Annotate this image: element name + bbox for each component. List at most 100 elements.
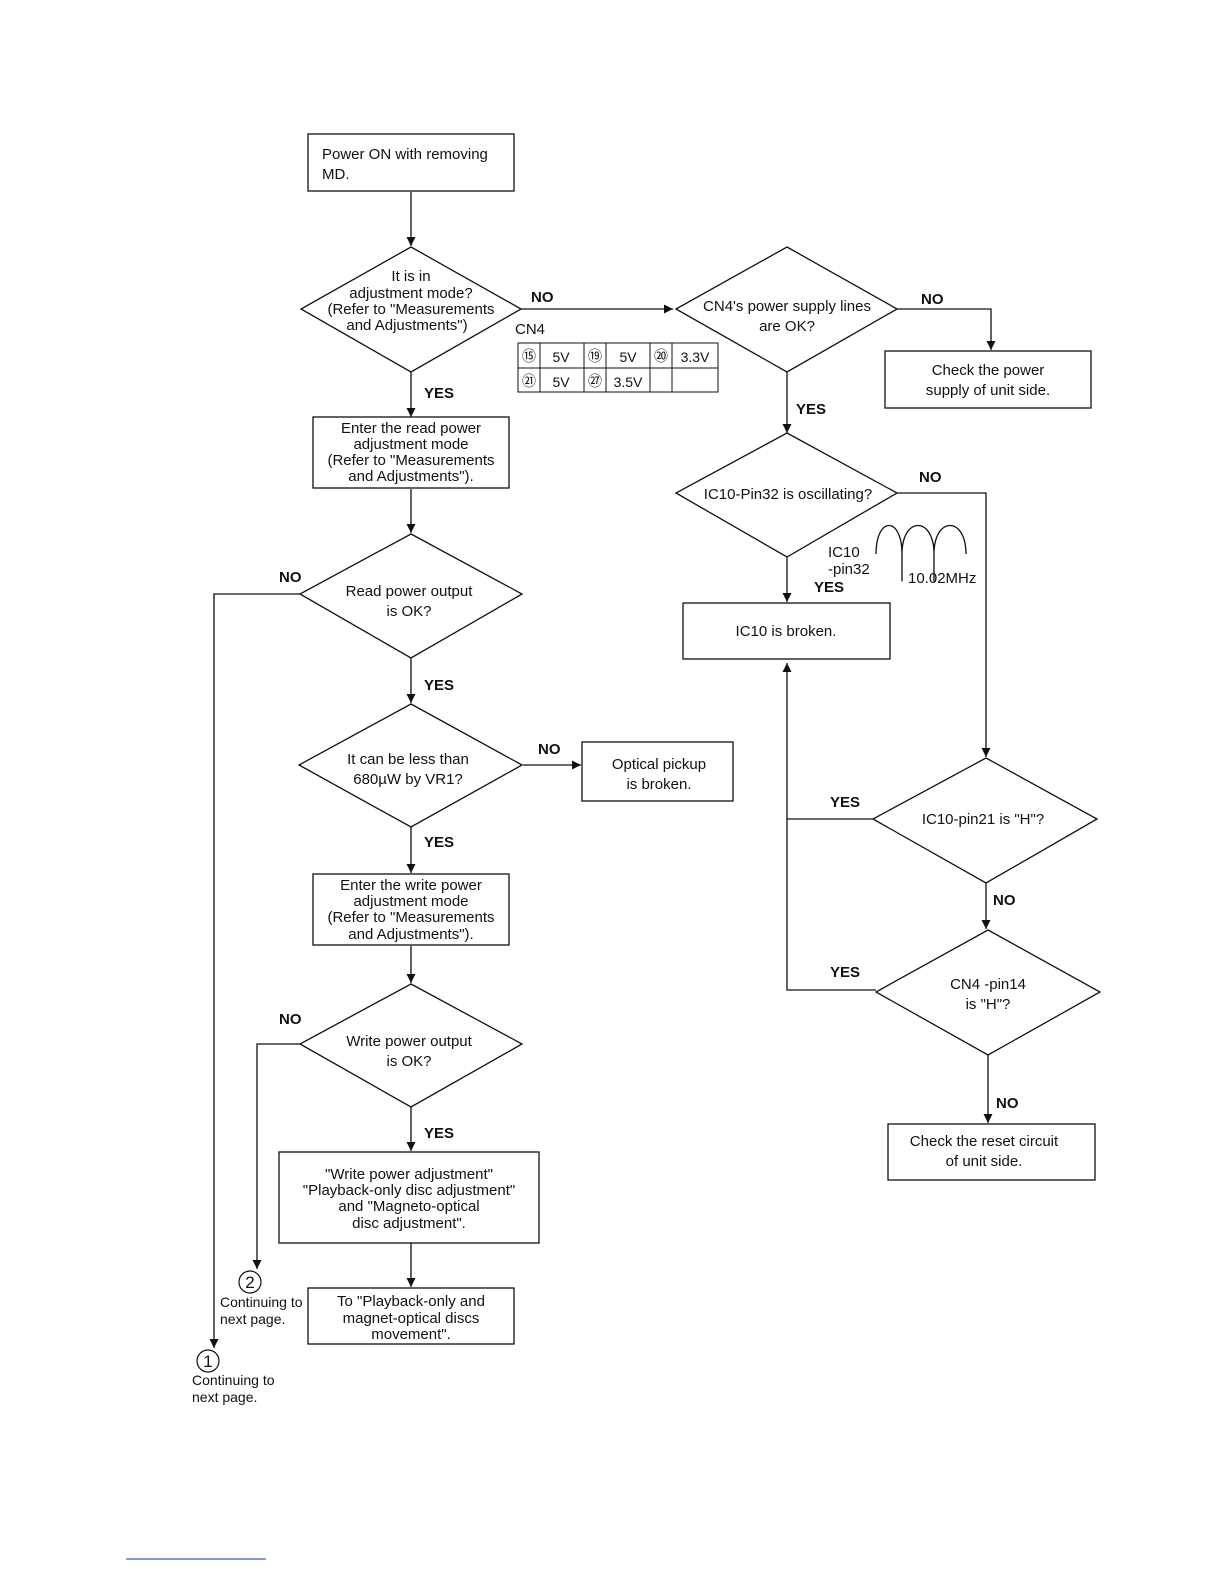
cn4-volt-19: 5V: [619, 349, 637, 365]
node-write-power-mode: Enter the write power adjustment mode (R…: [312, 873, 510, 946]
label-yes-adjust: YES: [424, 385, 454, 402]
flow-edges: [209, 192, 996, 1348]
decision-ic10-oscillating-line1: IC10-Pin32 is oscillating?: [704, 486, 872, 503]
node-check-power-supply-line1: Check the power: [932, 362, 1045, 379]
node-check-reset-circuit-line2: of unit side.: [946, 1153, 1023, 1170]
label-no-pin14: NO: [996, 1095, 1019, 1112]
node-adjustments-line4: disc adjustment".: [352, 1215, 466, 1232]
node-write-power-mode-line1: Enter the write power: [340, 877, 482, 894]
label-no-writeok: NO: [279, 1011, 302, 1028]
node-adjustments: "Write power adjustment" "Playback-only …: [278, 1151, 540, 1244]
edge-ic10osc-no-to-pin21: [897, 492, 991, 757]
decision-less-than-680uw-line1: It can be less than: [347, 751, 469, 768]
cn4-table-title: CN4: [515, 321, 545, 338]
connector-1-symbol: 1: [203, 1352, 212, 1371]
decision-write-power-ok-line1: Write power output: [346, 1033, 472, 1050]
connector-2-symbol: 2: [245, 1273, 254, 1292]
decision-cn4-power-lines-line1: CN4's power supply lines: [703, 298, 871, 315]
node-optical-pickup-broken: Optical pickup is broken.: [581, 741, 734, 802]
label-yes-cn4: YES: [796, 401, 826, 418]
waveform-sine-icon: [875, 525, 967, 582]
waveform-label-line2: -pin32: [828, 561, 870, 578]
decision-write-power-ok-line2: is OK?: [386, 1053, 431, 1070]
decision-ic10-oscillating: IC10-Pin32 is oscillating?: [674, 432, 899, 558]
cn4-volt-21: 5V: [552, 374, 570, 390]
ic10-waveform: IC10 -pin32 10.02MHz: [828, 525, 976, 587]
connector-2-circle: [238, 1270, 262, 1294]
node-to-playback-line2: magnet-optical discs: [343, 1310, 480, 1327]
label-yes-lessthan: YES: [424, 834, 454, 851]
node-power-on-line2: MD.: [322, 166, 350, 183]
waveform-frequency: 10.02MHz: [908, 570, 976, 587]
label-yes-ic10osc: YES: [814, 579, 844, 596]
label-no-cn4: NO: [921, 291, 944, 308]
decision-less-than-680uw: It can be less than 680µW by VR1?: [297, 703, 524, 828]
decision-adjustment-mode-line4: and Adjustments"): [346, 317, 467, 334]
cn4-pin-20: ⑳: [654, 348, 668, 364]
cn4-table: CN4 ⑮ 5V ⑲ 5V ⑳ 3.3V ㉑ 5V ㉗ 3.5V: [515, 321, 719, 393]
decision-less-than-680uw-line2: 680µW by VR1?: [353, 771, 463, 788]
decision-adjustment-mode-line1: It is in: [391, 268, 430, 285]
cn4-pin-15: ⑮: [522, 348, 536, 364]
node-read-power-mode-line4: and Adjustments").: [348, 468, 473, 485]
label-yes-pin21: YES: [830, 794, 860, 811]
cn4-volt-27: 3.5V: [614, 374, 643, 390]
decision-cn4-pin14-line2: is "H"?: [966, 996, 1011, 1013]
node-optical-pickup-broken-line1: Optical pickup: [612, 756, 706, 773]
node-ic10-broken: IC10 is broken.: [682, 602, 891, 660]
node-write-power-mode-line2: adjustment mode: [353, 893, 468, 910]
decision-adjustment-mode: It is in adjustment mode? (Refer to "Mea…: [299, 246, 523, 373]
connector-1: 1 Continuing to next page.: [192, 1349, 275, 1405]
cn4-pin-27: ㉗: [588, 373, 602, 389]
node-read-power-mode-line3: (Refer to "Measurements: [327, 452, 494, 469]
decision-cn4-pin14-line1: CN4 -pin14: [950, 976, 1026, 993]
connector-1-circle: [196, 1349, 220, 1373]
decision-read-power-ok-line2: is OK?: [386, 603, 431, 620]
waveform-label-line1: IC10: [828, 544, 860, 561]
node-check-reset-circuit-line1: Check the reset circuit: [910, 1133, 1059, 1150]
node-optical-pickup-broken-line2: is broken.: [626, 776, 691, 793]
label-yes-pin14: YES: [830, 964, 860, 981]
edge-writeok-no-to-c2: [252, 1043, 300, 1269]
decision-adjustment-mode-line2: adjustment mode?: [349, 285, 472, 302]
label-no-ic10osc: NO: [919, 469, 942, 486]
connector-2-text-line1: Continuing to: [220, 1294, 303, 1310]
node-power-on-line1: Power ON with removing: [322, 146, 488, 163]
node-check-reset-circuit: Check the reset circuit of unit side.: [887, 1123, 1096, 1181]
connector-1-text-line2: next page.: [192, 1389, 257, 1405]
decision-cn4-power-lines-line2: are OK?: [759, 318, 815, 335]
node-to-playback: To "Playback-only and magnet-optical dis…: [307, 1287, 515, 1345]
decision-read-power-ok: Read power output is OK?: [298, 533, 524, 659]
decision-cn4-power-lines: CN4's power supply lines are OK?: [674, 246, 899, 373]
node-to-playback-line1: To "Playback-only and: [337, 1293, 485, 1310]
node-adjustments-line1: "Write power adjustment": [325, 1166, 493, 1183]
node-adjustments-line2: "Playback-only disc adjustment": [303, 1182, 515, 1199]
node-check-power-supply: Check the power supply of unit side.: [884, 350, 1092, 409]
node-read-power-mode: Enter the read power adjustment mode (Re…: [312, 416, 510, 489]
edge-labels: NO YES NO YES NO YES NO YES NO YES NO YE…: [279, 289, 1019, 1142]
connector-1-text-line1: Continuing to: [192, 1372, 275, 1388]
connector-2: 2 Continuing to next page.: [220, 1270, 303, 1327]
node-power-on: Power ON with removing MD.: [307, 133, 515, 192]
node-write-power-mode-line4: and Adjustments").: [348, 926, 473, 943]
node-to-playback-line3: movement".: [371, 1326, 451, 1343]
decision-read-power-ok-line1: Read power output: [346, 583, 474, 600]
decision-adjustment-mode-line3: (Refer to "Measurements: [327, 301, 494, 318]
decision-ic10-pin21: IC10-pin21 is "H"?: [871, 757, 1099, 884]
label-yes-writeok: YES: [424, 1125, 454, 1142]
label-no-pin21: NO: [993, 892, 1016, 909]
node-check-power-supply-line2: supply of unit side.: [926, 382, 1050, 399]
edge-pin14-yes-to-broken: [782, 663, 876, 991]
cn4-volt-15: 5V: [552, 349, 570, 365]
cn4-volt-20: 3.3V: [681, 349, 710, 365]
node-read-power-mode-line2: adjustment mode: [353, 436, 468, 453]
decision-cn4-pin14: CN4 -pin14 is "H"?: [874, 929, 1102, 1056]
node-read-power-mode-line1: Enter the read power: [341, 420, 481, 437]
label-no-readok: NO: [279, 569, 302, 586]
node-adjustments-line3: and "Magneto-optical: [338, 1198, 479, 1215]
decision-write-power-ok: Write power output is OK?: [298, 983, 524, 1108]
cn4-pin-21: ㉑: [522, 373, 536, 389]
label-no-lessthan: NO: [538, 741, 561, 758]
connector-2-text-line2: next page.: [220, 1311, 285, 1327]
